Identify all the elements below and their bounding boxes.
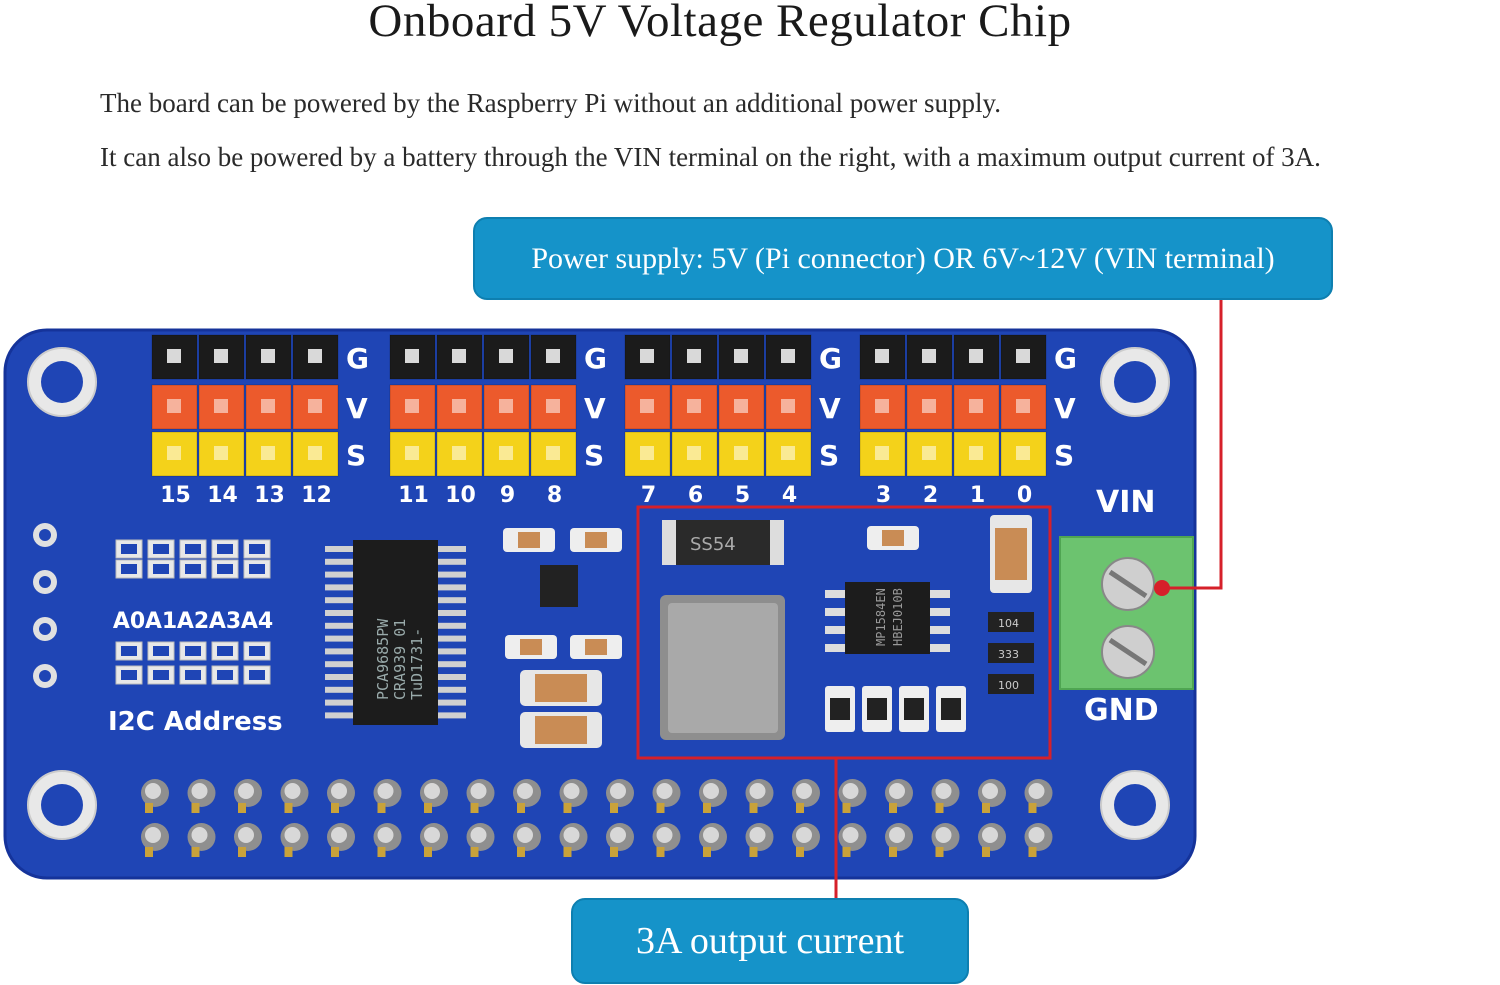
- channel-number: 3: [876, 483, 891, 508]
- channel-number: 11: [398, 483, 429, 508]
- channel-number: 13: [254, 483, 285, 508]
- resistor-text-2: 333: [998, 648, 1019, 661]
- vin-label: VIN: [1096, 485, 1156, 520]
- address-label-a0: A0: [113, 609, 145, 634]
- i2c-address-label: I2C Address: [108, 707, 283, 737]
- gpio-header: [141, 779, 1053, 857]
- page-title: Onboard 5V Voltage Regulator Chip: [368, 0, 1072, 47]
- channel-number: 4: [782, 483, 797, 508]
- diode-text: SS54: [690, 534, 736, 555]
- regulator-text-1: MP1584EN: [874, 588, 888, 646]
- regulator-text-2: HBEJ010B: [891, 588, 905, 646]
- row-label-g: G: [346, 342, 369, 375]
- pca-chip-text-3: TuD1731-: [408, 628, 426, 700]
- power-supply-callout: Power supply: 5V (Pi connector) OR 6V~12…: [473, 217, 1333, 300]
- gnd-label: GND: [1084, 693, 1159, 728]
- channel-number: 10: [445, 483, 476, 508]
- row-label-s: S: [819, 439, 839, 472]
- pca9685-chip: PCA9685PW CRA939 01 TuD1731-: [325, 540, 466, 725]
- channel-number: 9: [500, 483, 515, 508]
- pca-chip-text-2: CRA939 01: [391, 619, 409, 700]
- regulator-highlight-box: [636, 505, 1052, 760]
- address-label-a3: A3: [209, 609, 241, 634]
- vin-terminal-block: [1059, 536, 1194, 690]
- side-pads: [33, 523, 57, 688]
- row-label-s: S: [1054, 439, 1074, 472]
- output-current-callout: 3A output current: [571, 898, 969, 984]
- pca-chip-text-1: PCA9685PW: [374, 618, 392, 700]
- row-label-v: V: [584, 392, 606, 425]
- row-label-v: V: [346, 392, 368, 425]
- description-line-2: It can also be powered by a battery thro…: [100, 142, 1321, 172]
- resistor-text-1: 104: [998, 617, 1019, 630]
- small-components: [503, 528, 622, 748]
- row-label-v: V: [1054, 392, 1076, 425]
- channel-number: 14: [207, 483, 238, 508]
- row-label-g: G: [584, 342, 607, 375]
- row-label-g: G: [819, 342, 842, 375]
- address-label-a4: A4: [241, 609, 273, 634]
- row-label-v: V: [819, 392, 841, 425]
- row-label-g: G: [1054, 342, 1077, 375]
- channel-number: 0: [1017, 483, 1032, 508]
- address-jumper-pads: [115, 539, 271, 685]
- servo-headers: [151, 334, 1047, 477]
- row-label-s: S: [584, 439, 604, 472]
- description-line-1: The board can be powered by the Raspberr…: [100, 88, 1002, 118]
- channel-number: 7: [641, 483, 656, 508]
- channel-number: 8: [547, 483, 562, 508]
- channel-number: 6: [688, 483, 703, 508]
- resistor-text-3: 100: [998, 679, 1019, 692]
- channel-number: 12: [301, 483, 332, 508]
- address-label-a2: A2: [177, 609, 209, 634]
- channel-number: 15: [160, 483, 191, 508]
- leader-lines: [834, 296, 1223, 898]
- address-label-a1: A1: [145, 609, 177, 634]
- mounting-holes: [27, 347, 1170, 840]
- channel-number: 2: [923, 483, 938, 508]
- row-label-s: S: [346, 439, 366, 472]
- channel-number: 1: [970, 483, 985, 508]
- regulator-section: SS54 MP1584EN HBEJ010B 104 333 100: [660, 515, 1034, 740]
- channel-number: 5: [735, 483, 750, 508]
